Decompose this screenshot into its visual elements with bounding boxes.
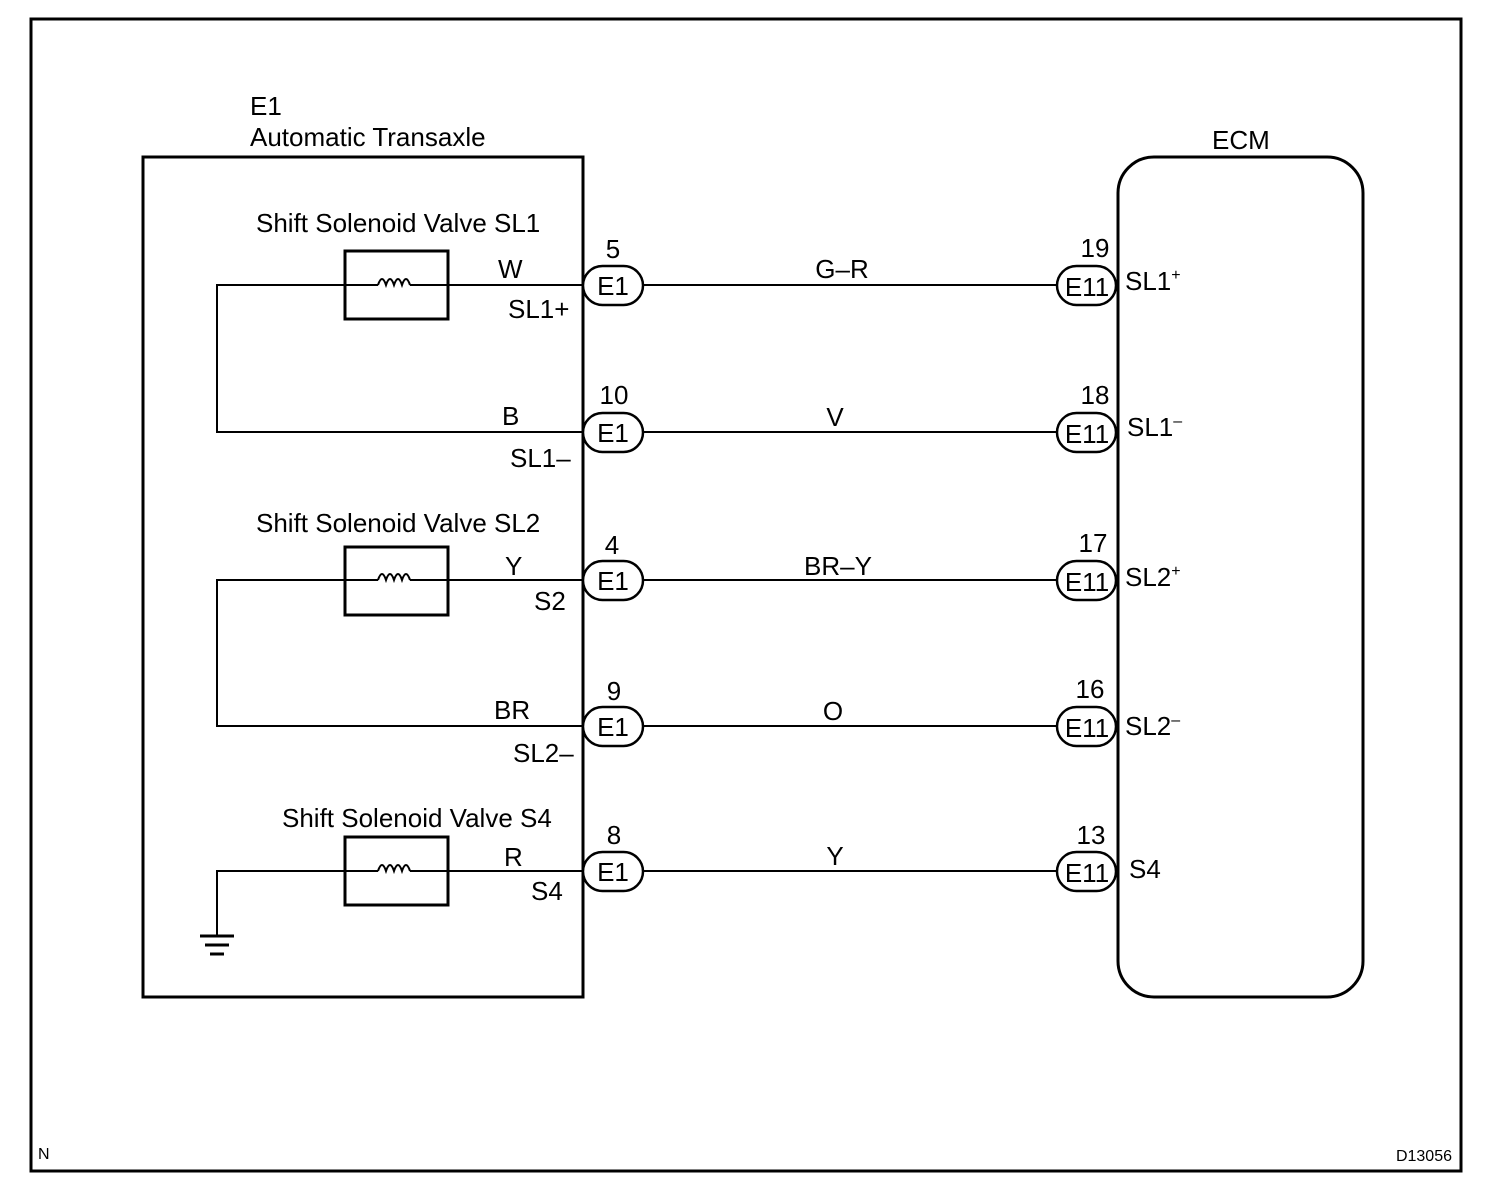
wire-side-color: BR bbox=[494, 695, 530, 725]
pin-label: S4 bbox=[531, 876, 563, 906]
wire-row: R S4 8 E1 Y 13 E11 S4 bbox=[504, 820, 1161, 906]
connector-e11 bbox=[1055, 264, 1118, 307]
connector-e1 bbox=[581, 411, 645, 454]
connector-e1-label: E1 bbox=[597, 566, 629, 596]
valve-sl1-circuit bbox=[216, 249, 583, 433]
valve-sl2-circuit bbox=[216, 545, 583, 727]
connector-e1 bbox=[581, 559, 645, 602]
valve-sl1-title: Shift Solenoid Valve SL1 bbox=[256, 208, 540, 238]
ecm-pin-number: 19 bbox=[1081, 233, 1110, 263]
ecm-pin-number: 13 bbox=[1077, 820, 1106, 850]
pin-label: SL2– bbox=[513, 738, 574, 768]
valve-sl2-title: Shift Solenoid Valve SL2 bbox=[256, 508, 540, 538]
valve-s4-title: Shift Solenoid Valve S4 bbox=[282, 803, 552, 833]
connector-e1 bbox=[581, 850, 645, 893]
wire-row: B SL1– 10 E1 V 18 E11 SL1– bbox=[502, 380, 1182, 473]
ground-icon bbox=[200, 934, 234, 956]
connector-e11-label: E11 bbox=[1065, 272, 1109, 302]
pin-number: 8 bbox=[607, 820, 621, 850]
pin-label: S2 bbox=[534, 586, 566, 616]
connector-e11-label: E11 bbox=[1065, 858, 1109, 888]
ecm-pin-number: 17 bbox=[1079, 528, 1108, 558]
ecm-terminal: S4 bbox=[1129, 854, 1161, 884]
valve-s4-circuit bbox=[200, 835, 583, 956]
wire-row: BR SL2– 9 E1 O 16 E11 SL2– bbox=[494, 674, 1180, 768]
transaxle-code: E1 bbox=[250, 91, 282, 121]
diagram-frame bbox=[29, 17, 1463, 1173]
solenoid-coil-icon bbox=[345, 278, 448, 289]
harness-color: Y bbox=[826, 841, 843, 871]
pin-number: 5 bbox=[606, 234, 620, 264]
connector-e11-label: E11 bbox=[1065, 713, 1109, 743]
wire-side-color: R bbox=[504, 842, 523, 872]
wire-side-color: W bbox=[498, 254, 523, 284]
pin-label: SL1+ bbox=[508, 294, 569, 324]
ecm-terminal: SL2+ bbox=[1125, 562, 1181, 592]
connector-e11 bbox=[1055, 850, 1118, 893]
connector-e11-label: E11 bbox=[1065, 567, 1109, 597]
ecm-pin-number: 16 bbox=[1076, 674, 1105, 704]
pin-number: 9 bbox=[607, 676, 621, 706]
ecm-pin-number: 18 bbox=[1081, 380, 1110, 410]
pin-label: SL1– bbox=[510, 443, 571, 473]
figure-id: D13056 bbox=[1396, 1148, 1452, 1165]
ecm-box bbox=[1116, 155, 1365, 999]
connector-e11-label: E11 bbox=[1065, 419, 1109, 449]
harness-color: V bbox=[826, 402, 844, 432]
harness-color: BR–Y bbox=[804, 551, 872, 581]
ecm-terminal: SL1– bbox=[1127, 412, 1182, 442]
connector-e11 bbox=[1055, 559, 1118, 602]
wire-row: W SL1+ 5 E1 G–R 19 E11 SL1+ bbox=[498, 233, 1181, 324]
footer-left-label: N bbox=[38, 1146, 50, 1163]
connector-e1-label: E1 bbox=[597, 712, 629, 742]
wire-side-color: Y bbox=[505, 551, 522, 581]
connector-e1 bbox=[581, 705, 645, 748]
transaxle-name: Automatic Transaxle bbox=[250, 122, 486, 152]
ecm-terminal: SL2– bbox=[1125, 711, 1180, 741]
wire-row: Y S2 4 E1 BR–Y 17 E11 SL2+ bbox=[505, 528, 1181, 616]
connector-e1 bbox=[581, 264, 645, 307]
ecm-component: ECM bbox=[1116, 125, 1365, 999]
pin-number: 4 bbox=[605, 530, 619, 560]
connector-e11 bbox=[1055, 411, 1118, 454]
ecm-label: ECM bbox=[1212, 125, 1270, 155]
pin-number: 10 bbox=[600, 380, 629, 410]
connector-e1-label: E1 bbox=[597, 271, 629, 301]
wire-side-color: B bbox=[502, 401, 519, 431]
solenoid-coil-icon bbox=[345, 573, 448, 584]
harness-color: O bbox=[823, 696, 843, 726]
ecm-terminal: SL1+ bbox=[1125, 266, 1181, 296]
connector-e1-label: E1 bbox=[597, 418, 629, 448]
solenoid-coil-icon bbox=[345, 864, 448, 875]
connector-e1-label: E1 bbox=[597, 857, 629, 887]
connector-e11 bbox=[1055, 705, 1118, 748]
harness-color: G–R bbox=[815, 254, 868, 284]
